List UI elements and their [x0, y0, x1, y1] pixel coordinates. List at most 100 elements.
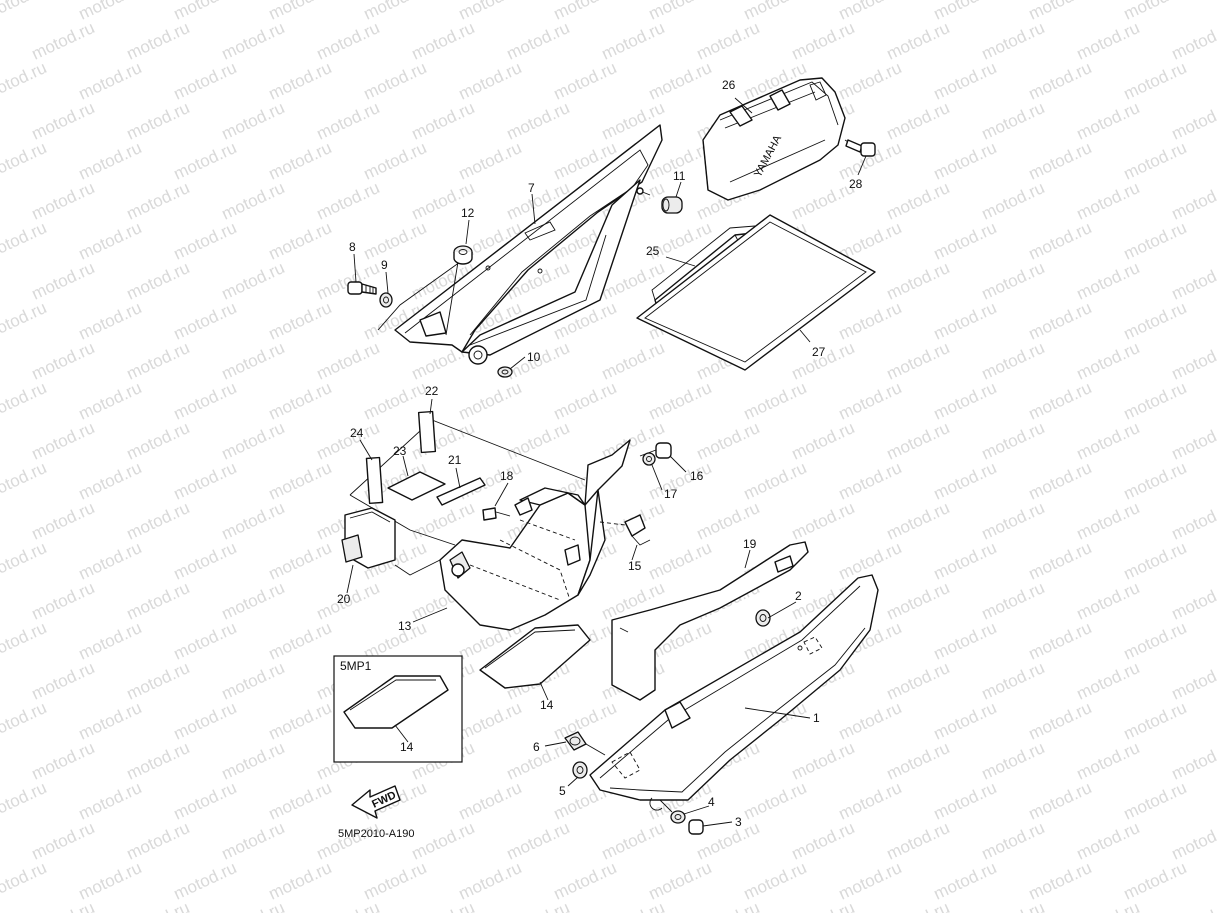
watermark-text: motod.ru — [171, 458, 240, 504]
watermark-text: motod.ru — [124, 898, 193, 913]
watermark-text: motod.ru — [266, 138, 335, 184]
watermark-text: motod.ru — [836, 698, 905, 744]
watermark-text: motod.ru — [29, 498, 98, 544]
watermark-text: motod.ru — [124, 578, 193, 624]
watermark-text: motod.ru — [124, 338, 193, 384]
watermark-text: motod.ru — [29, 578, 98, 624]
sheet-part-27 — [636, 214, 876, 371]
watermark-text: motod.ru — [76, 778, 145, 824]
watermark-text: motod.ru — [931, 458, 1000, 504]
watermark-text: motod.ru — [1026, 218, 1095, 264]
callout-15: 15 — [628, 559, 642, 573]
watermark-text: motod.ru — [76, 138, 145, 184]
watermark-text: motod.ru — [314, 258, 383, 304]
watermark-text: motod.ru — [1121, 538, 1190, 584]
watermark-text: motod.ru — [1121, 698, 1190, 744]
callout-21: 21 — [448, 453, 462, 467]
watermark-text: motod.ru — [1026, 298, 1095, 344]
watermark-text: motod.ru — [1026, 378, 1095, 424]
watermark-text: motod.ru — [76, 378, 145, 424]
watermark-text: motod.ru — [504, 98, 573, 144]
watermark-text: motod.ru — [29, 898, 98, 913]
collar-part-5 — [572, 761, 588, 779]
watermark-text: motod.ru — [1026, 538, 1095, 584]
bolt-part-3 — [649, 797, 704, 835]
watermark-text: motod.ru — [266, 378, 335, 424]
watermark-text: motod.ru — [456, 378, 525, 424]
grommet-part-11 — [636, 187, 683, 214]
watermark-text: motod.ru — [979, 418, 1048, 464]
label-part-24 — [365, 456, 384, 505]
watermark-text: motod.ru — [0, 338, 2, 384]
watermark-text: motod.ru — [979, 578, 1048, 624]
watermark-text: motod.ru — [979, 738, 1048, 784]
watermark-text: motod.ru — [836, 778, 905, 824]
watermark-text: motod.ru — [1169, 818, 1217, 864]
watermark-text: motod.ru — [219, 18, 288, 64]
watermark-text: motod.ru — [1169, 418, 1217, 464]
watermark-text: motod.ru — [171, 378, 240, 424]
watermark-text: motod.ru — [219, 578, 288, 624]
callout-4: 4 — [708, 795, 715, 809]
watermark-text: motod.ru — [0, 258, 2, 304]
watermark-text: motod.ru — [124, 178, 193, 224]
watermark-text: motod.ru — [0, 578, 2, 624]
watermark-text: motod.ru — [266, 538, 335, 584]
watermark-text: motod.ru — [1121, 378, 1190, 424]
watermark-text: motod.ru — [884, 658, 953, 704]
watermark-text: motod.ru — [741, 778, 810, 824]
watermark-text: motod.ru — [171, 58, 240, 104]
battery-box-part-13 — [439, 439, 631, 631]
watermark-text: motod.ru — [361, 858, 430, 904]
watermark-text: motod.ru — [599, 818, 668, 864]
watermark-text: motod.ru — [551, 858, 620, 904]
bolt-part-28 — [845, 139, 876, 157]
watermark-text: motod.ru — [931, 378, 1000, 424]
drawing-code: 5MP2010-A190 — [338, 828, 414, 840]
watermark-text: motod.ru — [219, 898, 288, 913]
callout-25: 25 — [646, 244, 660, 258]
watermark-text: motod.ru — [266, 778, 335, 824]
watermark-text: motod.ru — [219, 818, 288, 864]
watermark-text: motod.ru — [551, 378, 620, 424]
watermark-text: motod.ru — [979, 818, 1048, 864]
watermark-text: motod.ru — [266, 218, 335, 264]
watermark-text: motod.ru — [1169, 98, 1217, 144]
callout-18: 18 — [500, 469, 514, 483]
watermark-text: motod.ru — [0, 378, 49, 424]
watermark-text: motod.ru — [646, 858, 715, 904]
watermark-text: motod.ru — [504, 418, 573, 464]
watermark-text: motod.ru — [741, 458, 810, 504]
collar-part-9 — [379, 292, 393, 308]
watermark-text: motod.ru — [314, 898, 383, 913]
watermark-text: motod.ru — [76, 698, 145, 744]
watermark-text: motod.ru — [124, 98, 193, 144]
callout-22: 22 — [425, 384, 439, 398]
watermark-text: motod.ru — [979, 98, 1048, 144]
watermark-text: motod.ru — [0, 738, 2, 784]
watermark-text: motod.ru — [884, 258, 953, 304]
watermark-text: motod.ru — [1074, 18, 1143, 64]
watermark-text: motod.ru — [884, 98, 953, 144]
watermark-text: motod.ru — [1074, 178, 1143, 224]
watermark-text: motod.ru — [29, 98, 98, 144]
watermark-text: motod.ru — [789, 418, 858, 464]
watermark-text: motod.ru — [836, 298, 905, 344]
watermark-text: motod.ru — [0, 178, 2, 224]
watermark-text: motod.ru — [1121, 298, 1190, 344]
watermark-text: motod.ru — [931, 138, 1000, 184]
watermark-text: motod.ru — [0, 538, 49, 584]
watermark-text: motod.ru — [741, 858, 810, 904]
watermark-text: motod.ru — [646, 458, 715, 504]
side-cover-part-1 — [589, 574, 879, 801]
watermark-text: motod.ru — [29, 258, 98, 304]
watermark-text: motod.ru — [266, 298, 335, 344]
callout-28: 28 — [849, 177, 863, 191]
cover-part-19 — [611, 541, 809, 701]
watermark-text: motod.ru — [0, 138, 49, 184]
watermark-text: motod.ru — [124, 258, 193, 304]
watermark-text: motod.ru — [0, 418, 2, 464]
watermark-text: motod.ru — [76, 218, 145, 264]
watermark-text: motod.ru — [29, 418, 98, 464]
watermark-text: motod.ru — [266, 698, 335, 744]
